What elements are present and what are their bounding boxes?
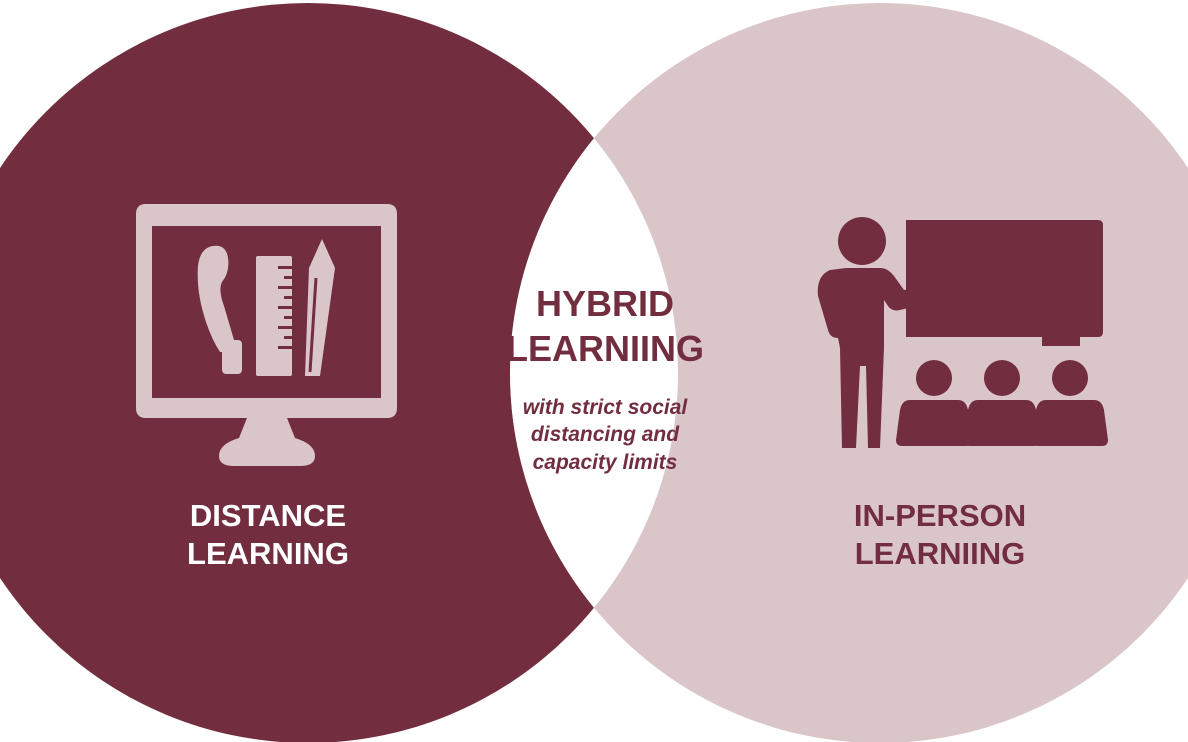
computer-with-school-supplies-icon bbox=[136, 204, 397, 466]
hybrid-title-line1: HYBRID bbox=[535, 283, 674, 324]
inperson-learning-label: IN-PERSON LEARNIING bbox=[805, 497, 1075, 573]
hybrid-subtitle-line1: with strict social bbox=[522, 396, 688, 419]
inperson-learning-label-line2: LEARNIING bbox=[854, 535, 1026, 571]
distance-learning-label-line2: LEARNING bbox=[187, 535, 349, 571]
hybrid-title-line2: LEARNIING bbox=[506, 328, 704, 369]
hybrid-learning-subtitle: with strict social distancing and capaci… bbox=[480, 394, 730, 476]
teacher-with-students-icon bbox=[817, 217, 1108, 448]
distance-learning-circle bbox=[0, 3, 678, 742]
hybrid-subtitle-line2: distancing and bbox=[530, 423, 680, 447]
inperson-learning-label-line1: IN-PERSON bbox=[853, 498, 1027, 533]
distance-learning-label: DISTANCE LEARNING bbox=[133, 497, 403, 573]
hybrid-subtitle-line3: capacity limits bbox=[532, 450, 678, 474]
hybrid-learning-title: HYBRID LEARNIING bbox=[470, 281, 740, 371]
distance-learning-label-line1: DISTANCE bbox=[189, 498, 347, 533]
